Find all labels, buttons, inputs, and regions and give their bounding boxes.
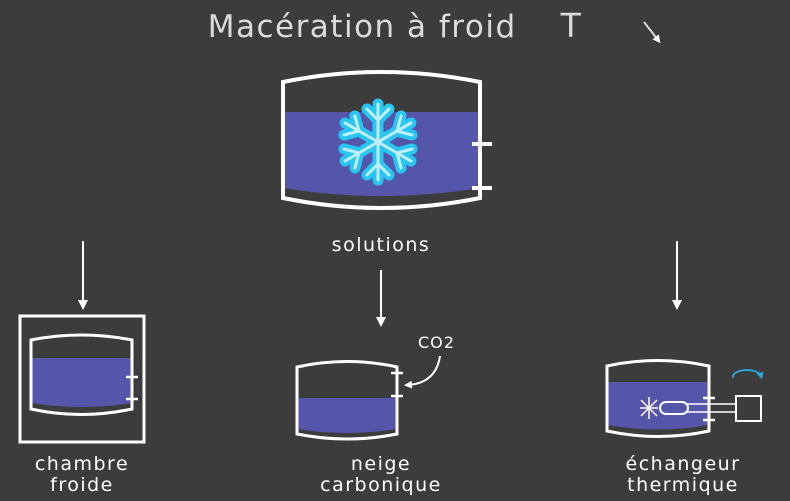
dry-ice-tank <box>295 355 441 441</box>
method-label-line1: chambre <box>34 453 130 475</box>
heat-exchanger-liquid <box>607 382 709 430</box>
main-tank-label: solutions <box>331 234 431 256</box>
method-label-line1: neige <box>350 453 412 475</box>
cold-room-frame <box>18 314 146 444</box>
heat-exchanger <box>605 359 764 438</box>
main-tank-outline <box>281 70 482 210</box>
snowflake-icon <box>340 98 417 180</box>
cold-burst-icon <box>640 397 658 419</box>
method-label-line2: froide <box>50 474 114 496</box>
method-heat-exchanger-label: échangeur thermique <box>593 454 773 496</box>
method-label-line1: échangeur <box>625 453 741 475</box>
cold-room-liquid <box>31 358 132 407</box>
dry-ice-tank-outline <box>295 360 399 441</box>
exchanger-unit <box>735 395 762 422</box>
method-label-line2: carbonique <box>320 474 442 496</box>
rotation-arrow-icon <box>731 369 764 380</box>
co2-injection-arrow <box>404 355 441 389</box>
method-cold-room-label: chambre froide <box>2 454 162 496</box>
diagram-title: Macération à froid T <box>0 6 790 45</box>
cold-room <box>18 314 146 444</box>
method-label-line2: thermique <box>627 474 739 496</box>
heat-exchanger-tank <box>605 359 711 438</box>
exchanger-probe <box>659 401 689 415</box>
temperature-symbol: T <box>560 6 583 45</box>
dry-ice-liquid <box>297 398 397 433</box>
title-text: Macération à froid <box>207 9 517 45</box>
co2-label: CO2 <box>418 333 455 352</box>
method-dry-ice-label: neige carbonique <box>291 454 471 496</box>
temperature-down-arrow <box>643 21 661 44</box>
cold-room-tank <box>29 333 134 416</box>
